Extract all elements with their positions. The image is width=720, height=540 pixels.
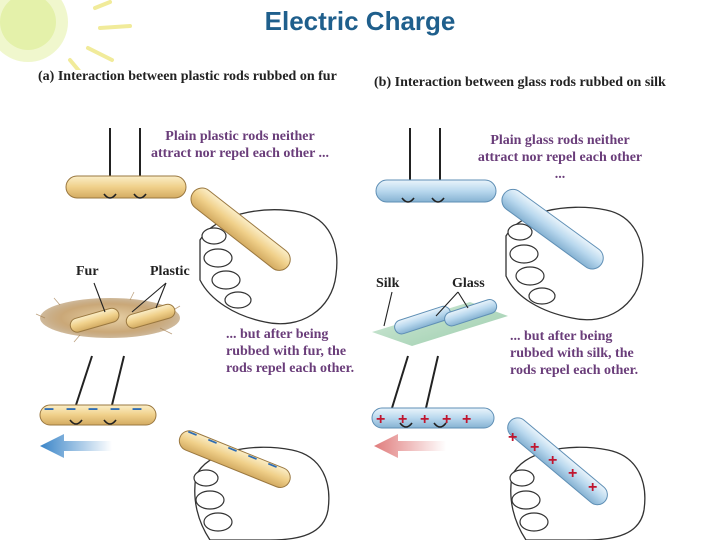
label-pointer-glass bbox=[435, 291, 459, 317]
charge-mark: + bbox=[588, 479, 597, 496]
glass-rod-on-silk bbox=[444, 299, 498, 327]
label-pointer-glass bbox=[457, 291, 469, 309]
positive-charge-marks: + + + + + + + + + + bbox=[376, 411, 597, 496]
repel-arrow-left-a bbox=[40, 434, 112, 458]
panel-a-heading: (a) Interaction between plastic rods rub… bbox=[38, 68, 348, 85]
plastic-rod-held-top bbox=[190, 187, 291, 271]
glass-rod-on-silk bbox=[394, 305, 451, 335]
charge-mark: + bbox=[376, 411, 385, 428]
plastic-rod-on-fur bbox=[125, 303, 176, 329]
repel-arrow-left-b bbox=[374, 434, 446, 458]
charge-mark: – bbox=[132, 398, 142, 418]
panel-b-caption-top: Plain glass rods neither attract nor rep… bbox=[477, 133, 643, 182]
charge-mark: – bbox=[44, 398, 54, 418]
panel-b-label-silk: Silk bbox=[376, 276, 400, 291]
panel-a-heading-text: Interaction between plastic rods rubbed … bbox=[57, 69, 337, 84]
string-bottom-b bbox=[391, 355, 409, 409]
panel-b-label-glass: Glass bbox=[452, 276, 485, 291]
charged-plastic-rod-held bbox=[178, 430, 291, 488]
page-title: Electric Charge bbox=[264, 6, 456, 36]
charged-glass-rod-held bbox=[507, 417, 608, 506]
label-pointer-fur bbox=[93, 282, 106, 313]
string-bottom-a bbox=[111, 355, 125, 406]
panel-a-caption-top: Plain plastic rods neither attract nor r… bbox=[150, 129, 330, 161]
charged-plastic-rod-hanging bbox=[39, 404, 157, 426]
charge-mark: – bbox=[66, 398, 76, 418]
corner-sun-decoration bbox=[0, 0, 132, 70]
string-bottom-b bbox=[425, 355, 439, 409]
panel-a-caption-bottom: ... but after being rubbed with fur, the… bbox=[226, 327, 355, 376]
charge-mark: + bbox=[530, 439, 539, 456]
plastic-rod-hanging-top bbox=[65, 175, 187, 199]
panel-b-caption-bottom: ... but after being rubbed with silk, th… bbox=[510, 329, 639, 378]
glass-rod-held-top bbox=[501, 188, 604, 270]
charge-mark: – bbox=[110, 398, 120, 418]
charge-mark: + bbox=[398, 411, 407, 428]
charged-glass-rod-hanging bbox=[371, 407, 495, 429]
charge-mark: + bbox=[420, 411, 429, 428]
glass-rod-hanging-top bbox=[375, 179, 497, 203]
panel-b: + + + + + + + + + + bbox=[371, 128, 646, 540]
panel-a-label-fur: Fur bbox=[76, 264, 99, 279]
panel-a: –––––––––– bbox=[35, 128, 338, 540]
panel-a-label-plastic: Plastic bbox=[150, 264, 190, 279]
charge-mark: + bbox=[568, 465, 577, 482]
panel-b-letter: (b) bbox=[374, 75, 392, 90]
label-pointer-silk bbox=[383, 291, 393, 327]
charge-mark: + bbox=[462, 411, 471, 428]
charge-mark: + bbox=[508, 429, 517, 446]
panel-a-letter: (a) bbox=[38, 69, 55, 84]
panel-b-heading-text: Interaction between glass rods rubbed on… bbox=[394, 75, 666, 90]
string-bottom-a bbox=[75, 355, 93, 406]
charge-mark: + bbox=[548, 452, 557, 469]
panel-b-heading: (b) Interaction between glass rods rubbe… bbox=[374, 74, 684, 91]
plastic-rod-on-fur bbox=[69, 307, 120, 333]
label-pointer-plastic bbox=[155, 282, 167, 309]
charge-mark: + bbox=[442, 411, 451, 428]
label-pointer-plastic bbox=[131, 282, 167, 313]
charge-mark: – bbox=[88, 398, 98, 418]
